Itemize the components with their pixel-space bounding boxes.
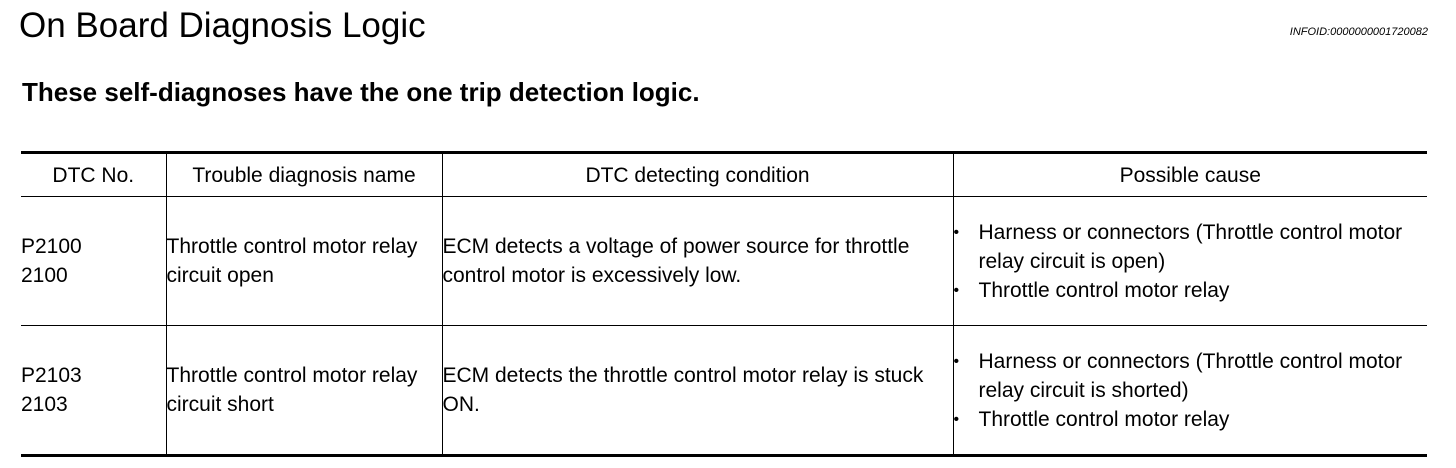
diagnosis-table: DTC No. Trouble diagnosis name DTC detec… xyxy=(21,151,1427,457)
dtc-code-cell: P2103 2103 xyxy=(21,325,166,456)
section-subtitle: These self-diagnoses have the one trip d… xyxy=(22,77,700,107)
info-id: INFOID:0000000001720082 xyxy=(1289,26,1428,38)
cause-list: Harness or connectors (Throttle control … xyxy=(954,218,1428,305)
dtc-code-primary: P2103 xyxy=(21,364,82,387)
cause-list: Harness or connectors (Throttle control … xyxy=(954,347,1428,434)
trouble-name-cell: Throttle control motor relay circuit ope… xyxy=(165,196,442,326)
cause-list-item: Harness or connectors (Throttle control … xyxy=(954,347,1428,405)
cause-list-item: Harness or connectors (Throttle control … xyxy=(954,218,1428,276)
table-header-row: DTC No. Trouble diagnosis name DTC detec… xyxy=(21,152,1427,197)
table-row: P2100 2100 Throttle control motor relay … xyxy=(21,196,1428,326)
column-header-trouble-name: Trouble diagnosis name xyxy=(165,152,442,197)
dtc-code-secondary: 2100 xyxy=(21,264,68,287)
cause-list-item: Throttle control motor relay xyxy=(954,405,1428,434)
table-row: P2103 2103 Throttle control motor relay … xyxy=(21,325,1428,456)
detecting-condition-cell: ECM detects the throttle control motor r… xyxy=(441,325,953,456)
detecting-condition-cell: ECM detects a voltage of power source fo… xyxy=(441,196,953,326)
column-header-detecting-condition: DTC detecting condition xyxy=(441,152,953,197)
column-header-possible-cause: Possible cause xyxy=(952,152,1427,197)
trouble-name-cell: Throttle control motor relay circuit sho… xyxy=(165,325,442,456)
possible-cause-cell: Harness or connectors (Throttle control … xyxy=(952,196,1428,326)
dtc-code-primary: P2100 xyxy=(21,235,82,258)
page-title: On Board Diagnosis Logic xyxy=(19,6,426,45)
dtc-code-cell: P2100 2100 xyxy=(21,196,166,326)
column-header-dtc-no: DTC No. xyxy=(21,152,166,197)
dtc-code-secondary: 2103 xyxy=(21,393,68,416)
cause-list-item: Throttle control motor relay xyxy=(954,276,1428,305)
possible-cause-cell: Harness or connectors (Throttle control … xyxy=(952,325,1428,456)
